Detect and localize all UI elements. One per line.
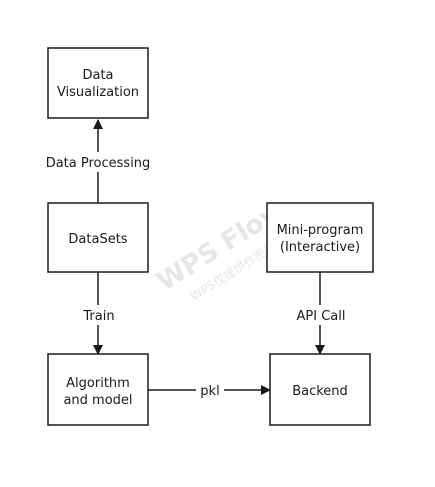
- edge-label-pkl: pkl: [200, 384, 219, 399]
- node-label-line1: Algorithm: [66, 376, 130, 391]
- edge-label-data-processing: Data Processing: [46, 156, 151, 171]
- node-label-line2: and model: [63, 393, 132, 408]
- node-box: [47, 47, 149, 119]
- node-label-line1: DataSets: [68, 232, 127, 247]
- node-label-line2: (Interactive): [280, 240, 360, 255]
- edge-api-call: API Call: [290, 272, 352, 355]
- node-label-line1: Backend: [292, 384, 348, 399]
- edge-pkl: pkl: [148, 380, 271, 400]
- node-label-line1: Data: [82, 68, 113, 83]
- node-label-line1: Mini-program: [277, 223, 364, 238]
- edge-train: Train: [78, 272, 118, 355]
- edge-label-train: Train: [82, 309, 114, 324]
- edge-label-api-call: API Call: [297, 309, 346, 324]
- edge-data-processing: Data Processing: [44, 119, 154, 203]
- node-mini-program: Mini-program (Interactive): [266, 202, 374, 273]
- node-box: [266, 202, 374, 273]
- edge-label-bg: [290, 305, 352, 325]
- node-algorithm-and-model: Algorithm and model: [47, 353, 149, 426]
- node-box: [269, 353, 371, 426]
- edge-label-bg: [196, 380, 224, 400]
- node-data-visualization: Data Visualization: [47, 47, 149, 119]
- edge-label-bg: [78, 305, 118, 325]
- edge-label-bg: [44, 152, 154, 172]
- node-box: [47, 202, 149, 273]
- node-box: [47, 353, 149, 426]
- node-backend: Backend: [269, 353, 371, 426]
- node-datasets: DataSets: [47, 202, 149, 273]
- node-label-line2: Visualization: [57, 85, 139, 100]
